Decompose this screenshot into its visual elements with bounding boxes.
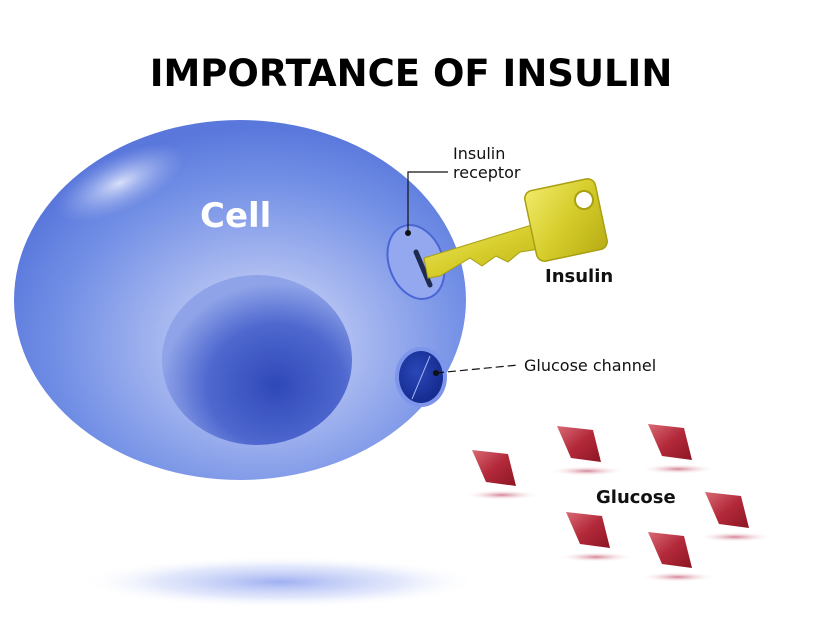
- receptor-leader-line: [407, 171, 448, 236]
- glucose-label: Glucose: [596, 487, 676, 508]
- insulin-key-icon: [423, 178, 608, 279]
- glucose-molecule: [640, 532, 716, 582]
- insulin-receptor-label: Insulin receptor: [453, 144, 521, 182]
- insulin-receptor-label-line2: receptor: [453, 163, 521, 182]
- glucose-molecule: [549, 426, 625, 476]
- glucose-molecule: [640, 424, 716, 474]
- cell-highlight: [55, 144, 185, 222]
- glucose-molecule: [464, 450, 540, 500]
- glucose-channel-label: Glucose channel: [524, 356, 657, 375]
- glucose-molecule: [697, 492, 773, 542]
- channel-leader-line: [435, 364, 519, 374]
- insulin-receptor: [386, 224, 446, 300]
- insulin-label: Insulin: [545, 266, 614, 287]
- glucose-molecule: [558, 512, 634, 562]
- glucose-molecules: [464, 424, 773, 582]
- glucose-channel: [395, 347, 447, 407]
- cell-shadow: [80, 556, 480, 608]
- nucleus: [162, 275, 352, 445]
- insulin-receptor-label-line1: Insulin: [453, 144, 506, 163]
- cell-label: Cell: [200, 196, 272, 236]
- diagram-title: IMPORTANCE OF INSULIN: [149, 52, 673, 95]
